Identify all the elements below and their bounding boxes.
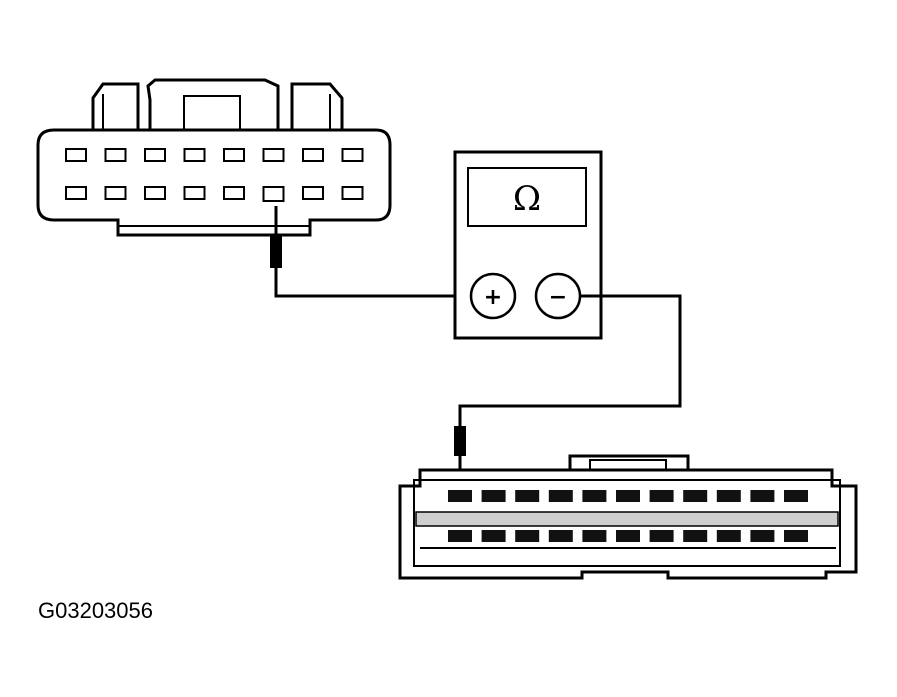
ohm-symbol: Ω — [513, 179, 541, 219]
connector-a-pin — [262, 186, 285, 202]
connector-a-pins — [65, 148, 364, 202]
connector-b-pin — [784, 530, 808, 542]
connector-a-pin — [262, 148, 285, 162]
connector-a-pin — [104, 148, 127, 162]
positive-terminal — [469, 272, 517, 320]
connector-b-pin — [649, 530, 674, 542]
connector-a-pin — [144, 186, 166, 200]
connector-b-pin — [582, 530, 607, 542]
meter-display — [467, 167, 587, 227]
ohmmeter: Ω + − — [453, 150, 603, 340]
negative-lead — [458, 294, 682, 428]
connector-b-pins — [448, 490, 808, 542]
connector-a-pin — [65, 148, 87, 162]
connector-b-pin — [616, 530, 640, 542]
connector-b-pin — [448, 490, 472, 502]
connector-a-pin — [223, 148, 245, 162]
connector-b-pin — [649, 490, 674, 502]
positive-probe — [270, 206, 468, 298]
figure-id-label: G03203056 — [38, 598, 153, 623]
connector-b-pin — [548, 530, 573, 542]
connector-a-pin — [104, 186, 127, 200]
connector-b-pin — [515, 490, 540, 502]
connector-b-pin — [582, 490, 607, 502]
connector-a-pin — [302, 186, 324, 200]
connector-a-pin — [144, 148, 166, 162]
connector-b-pin — [515, 530, 540, 542]
connector-a-pin — [183, 186, 206, 200]
positive-terminal-label: + — [484, 285, 502, 310]
connector-a-pin — [302, 148, 324, 162]
connector-b-pin — [716, 490, 741, 502]
connector-b-pin — [750, 490, 775, 502]
connector-b-pin — [616, 490, 640, 502]
connector-b-pin — [683, 530, 708, 542]
connector-b-pin — [750, 530, 775, 542]
connector-b-pin — [683, 490, 708, 502]
connector-a-pin — [183, 148, 206, 162]
connector-b-pin — [548, 490, 573, 502]
connector-a-pin — [65, 186, 87, 200]
connector-b-pin — [448, 530, 472, 542]
connector-b-pin — [784, 490, 808, 502]
connector-b-pin — [481, 530, 506, 542]
connector-b-pin — [481, 490, 506, 502]
negative-terminal-label: − — [549, 285, 567, 310]
connector-b-pin — [716, 530, 741, 542]
connector-a-pin — [341, 148, 364, 162]
positive-lead — [274, 268, 468, 298]
connector-a-pin — [341, 186, 364, 200]
connector-a-pin — [223, 186, 245, 200]
connector-a — [36, 78, 392, 237]
connector-b — [398, 454, 858, 580]
